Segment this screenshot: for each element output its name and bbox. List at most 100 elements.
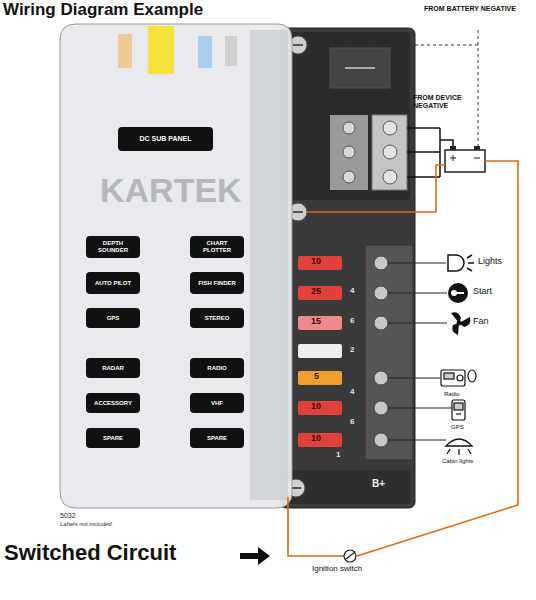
- fuse-rating: 5: [314, 372, 319, 382]
- fuse-rating: 10: [311, 402, 321, 412]
- section-heading: Switched Circuit: [4, 541, 176, 565]
- label-tile: STEREO: [190, 308, 244, 328]
- source-note: FROM DEVICE NEGATIVE: [413, 94, 475, 109]
- gps-icon-part: [456, 413, 461, 414]
- label-tile: RADIO: [190, 358, 244, 378]
- negative-wires-part: [440, 140, 453, 146]
- fuse-block-body-part: [285, 32, 410, 200]
- blade-fuses-part: [298, 256, 342, 270]
- label-tile: DC SUB PANEL: [118, 127, 213, 151]
- negative-bus-part: [330, 48, 390, 88]
- circuit-number: 4: [350, 388, 354, 397]
- negative-bus-part: [330, 115, 368, 190]
- lights-icon-part: [467, 268, 472, 271]
- ignition-switch-symbol: [344, 550, 356, 562]
- lights-icon-part: [467, 255, 472, 258]
- radio-icon-part: [441, 370, 465, 386]
- clear-cover-part: [148, 26, 174, 74]
- label-tile: RADAR: [86, 358, 140, 378]
- negative-bus-part: [383, 145, 397, 159]
- ignition-switch-symbol-part: [346, 552, 355, 559]
- negative-bus-part: [383, 170, 397, 184]
- clear-cover-part: [198, 36, 212, 68]
- battery-symbol-part: [445, 150, 485, 172]
- fuse-block-body: [280, 28, 415, 508]
- fan-icon-part: [459, 317, 470, 327]
- battery-symbol-part: [474, 158, 480, 159]
- fan-icon: [451, 312, 470, 335]
- negative-wires-part: [407, 151, 440, 153]
- tile-label: GPS: [107, 315, 120, 322]
- fan-icon-part: [452, 323, 459, 335]
- battery-posts-part: [293, 44, 303, 46]
- cabin-lights-icon: [446, 439, 472, 455]
- cabin-lights-icon-part: [468, 449, 471, 454]
- negative-wires: [407, 128, 453, 177]
- fuse-terminal-strip-part: [374, 316, 388, 330]
- tile-label: SPARE: [207, 435, 227, 442]
- negative-bus-part: [343, 122, 355, 134]
- device-label: Radio: [444, 391, 460, 398]
- tile-label: DC SUB PANEL: [140, 135, 192, 143]
- radio-icon: [441, 370, 476, 386]
- clear-cover: [60, 24, 292, 508]
- device-wires-part: [388, 292, 447, 293]
- negative-bus-part: [383, 121, 397, 135]
- lights-icon-part: [448, 255, 464, 271]
- tile-label: DEPTH SOUNDER: [89, 240, 137, 254]
- fuse-terminal-strip-part: [374, 256, 388, 270]
- positive-orange-wires-part: [307, 165, 445, 212]
- clear-cover-part: [118, 34, 132, 68]
- radio-icon-part: [468, 370, 476, 382]
- label-tile: CHART PLOTTER: [190, 236, 244, 258]
- clear-cover-part: [250, 30, 288, 500]
- fuse-rating: 10: [311, 257, 321, 267]
- gps-icon: [452, 400, 465, 420]
- negative-wires-part: [439, 128, 441, 177]
- circuit-number: 4: [350, 287, 354, 296]
- note: Labels not included.: [60, 521, 113, 528]
- bus-label: B+: [372, 478, 385, 489]
- fuse-terminal-strip: [365, 245, 413, 460]
- circuit-number: 1: [336, 451, 340, 460]
- blade-fuses-part: [298, 433, 342, 447]
- label-tile: AUTO PILOT: [86, 272, 140, 294]
- diagram-title: Wiring Diagram Example: [3, 1, 203, 20]
- gps-icon-part: [452, 400, 465, 420]
- start-key-icon: [448, 283, 468, 303]
- lights-icon-part: [468, 262, 474, 264]
- battery-symbol-part: [453, 155, 454, 161]
- source-note: FROM BATTERY NEGATIVE: [418, 5, 522, 13]
- radio-icon-part: [444, 373, 454, 379]
- negative-bus-part: [372, 115, 407, 190]
- negative-wires-part: [407, 176, 440, 178]
- label-tile: GPS: [86, 308, 140, 328]
- negative-wires-part: [407, 127, 440, 129]
- device-label: Fan: [473, 317, 489, 327]
- blade-fuses-part: [298, 401, 342, 415]
- negative-bus-part: [343, 146, 355, 158]
- fuse-block-body-part: [285, 470, 410, 504]
- blade-fuses-part: [298, 344, 342, 358]
- circuit-number: 6: [350, 418, 354, 427]
- negative-bus-part: [343, 171, 355, 183]
- lights-icon: [448, 255, 474, 271]
- blade-fuses-part: [298, 316, 342, 330]
- battery-negative-dashed-wire-part: [307, 45, 478, 146]
- battery-symbol-part: [450, 146, 456, 150]
- device-wires-part: [388, 262, 446, 263]
- blade-fuses: [298, 256, 342, 447]
- tile-label: VHF: [211, 400, 223, 407]
- radio-icon-part: [457, 375, 463, 381]
- part-number: 5032: [60, 512, 76, 520]
- fuse-terminal-strip-part: [365, 245, 413, 460]
- blade-fuses-part: [298, 286, 342, 300]
- tile-label: RADIO: [207, 365, 226, 372]
- fan-icon-part: [451, 312, 461, 323]
- switched-circuit-arrow-part: [240, 547, 270, 565]
- tile-label: FISH FINDER: [198, 280, 236, 287]
- cabin-lights-icon-part: [447, 449, 450, 454]
- negative-bus-part: [345, 67, 375, 69]
- device-label: Lights: [478, 257, 502, 267]
